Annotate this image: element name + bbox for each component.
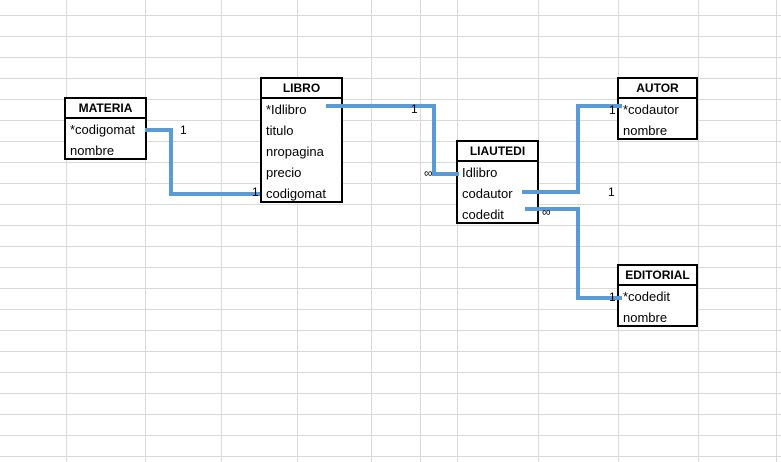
autor-field-nombre: nombre bbox=[623, 123, 668, 138]
materia-field-codigomat: *codigomat bbox=[70, 122, 136, 137]
libro-field-codigomat: codigomat bbox=[266, 186, 326, 201]
liautedi-field-codautor: codautor bbox=[462, 186, 513, 201]
cardinality-autor-one: 1 bbox=[609, 103, 616, 117]
liautedi-entity-title: LIAUTEDI bbox=[458, 142, 537, 162]
libro-field-titulo: titulo bbox=[266, 123, 294, 138]
libro-field-precio: precio bbox=[266, 165, 302, 180]
materia-entity[interactable]: MATERIA *codigomat nombre bbox=[64, 97, 147, 160]
cardinality-liautedi-codautor-one: 1 bbox=[608, 185, 615, 199]
editorial-entity[interactable]: EDITORIAL *codedit nombre bbox=[617, 264, 698, 327]
liautedi-field-codedit: codedit bbox=[462, 207, 504, 222]
liautedi-entity[interactable]: LIAUTEDI Idlibro codautor codedit bbox=[456, 140, 539, 224]
materia-entity-title: MATERIA bbox=[66, 99, 145, 119]
cardinality-editorial-one: 1 bbox=[609, 290, 616, 304]
liautedi-field-idlibro: Idlibro bbox=[462, 165, 498, 180]
editorial-field-nombre: nombre bbox=[623, 310, 668, 325]
autor-entity[interactable]: AUTOR *codautor nombre bbox=[617, 77, 698, 140]
cardinality-materia-one: 1 bbox=[180, 123, 187, 137]
cardinality-libro-codigomat-one: 1 bbox=[252, 185, 259, 199]
libro-field-idlibro: *Idlibro bbox=[266, 102, 307, 117]
editorial-field-codedit: *codedit bbox=[623, 289, 670, 304]
libro-entity[interactable]: LIBRO *Idlibro titulo nropagina precio c… bbox=[260, 77, 343, 203]
autor-field-codautor: *codautor bbox=[623, 102, 679, 117]
cardinality-libro-idlibro-one: 1 bbox=[411, 102, 418, 116]
autor-entity-title: AUTOR bbox=[619, 79, 696, 99]
libro-field-nropagina: nropagina bbox=[266, 144, 324, 159]
cardinality-liautedi-idlibro-many: ∞ bbox=[424, 166, 433, 180]
materia-field-nombre: nombre bbox=[70, 143, 115, 158]
libro-entity-title: LIBRO bbox=[262, 79, 341, 99]
cardinality-liautedi-codedit-many: ∞ bbox=[542, 205, 551, 219]
editorial-entity-title: EDITORIAL bbox=[619, 266, 696, 286]
